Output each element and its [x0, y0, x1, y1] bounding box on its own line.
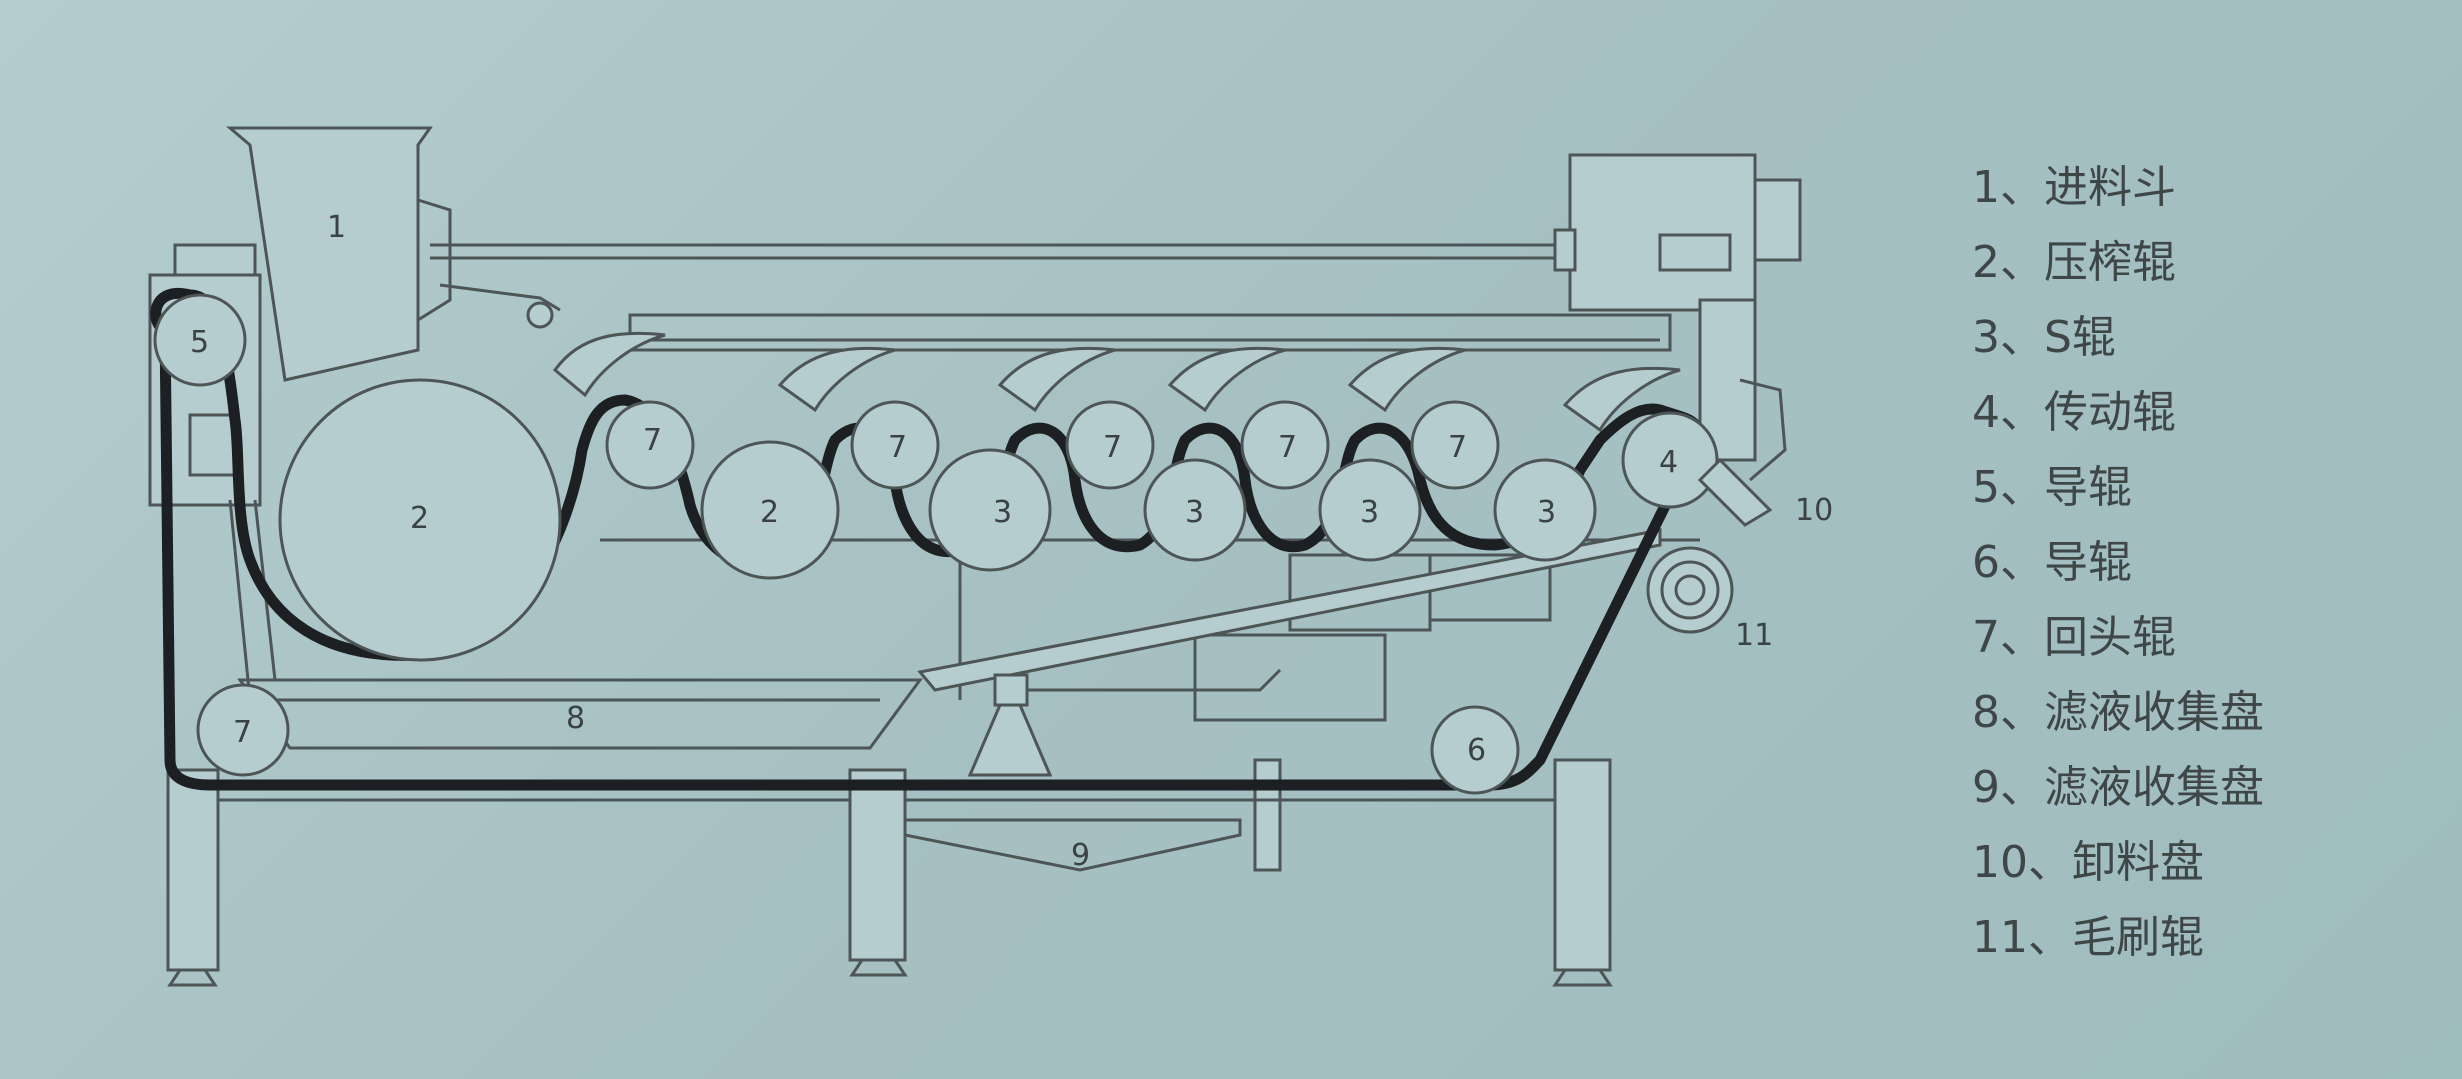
label-s-roller-a: 3 [993, 495, 1012, 530]
discharge-tray-10 [1697, 457, 1773, 527]
brush-roller-11 [1646, 546, 1734, 634]
part-number-labels: 1 2 2 3 3 3 3 4 5 6 7 7 7 7 7 7 8 9 10 1… [190, 210, 1833, 873]
s-roller-3d [1493, 458, 1597, 562]
legend-item: 4、传动辊 [1972, 387, 2176, 438]
s-roller-3c [1318, 458, 1422, 562]
legend-item: 10、卸料盘 [1972, 837, 2204, 888]
label-hopper: 1 [327, 210, 346, 245]
label-return-roller-c: 7 [1103, 430, 1122, 465]
label-s-roller-c: 3 [1360, 495, 1379, 530]
scrapers [552, 331, 1681, 433]
legend-item: 1、进料斗 [1972, 162, 2176, 213]
label-filtrate-tray-9: 9 [1071, 838, 1090, 873]
label-return-roller-a: 7 [643, 423, 662, 458]
legend-item: 8、滤液收集盘 [1972, 687, 2264, 738]
label-discharge-tray: 10 [1795, 493, 1833, 528]
feed-hopper [225, 126, 561, 382]
label-return-roller-bottom: 7 [233, 715, 252, 750]
label-press-roller-small: 2 [760, 495, 779, 530]
label-return-roller-e: 7 [1448, 430, 1467, 465]
return-roller-7b [850, 400, 940, 490]
rollers [153, 293, 1773, 795]
return-roller-7c [1065, 400, 1155, 490]
label-press-roller-big: 2 [410, 501, 429, 536]
return-roller-7e [1410, 400, 1500, 490]
legs [166, 758, 1613, 987]
label-return-roller-b: 7 [888, 430, 907, 465]
label-s-roller-b: 3 [1185, 495, 1204, 530]
s-roller-3a [928, 448, 1052, 572]
inner-frame [917, 528, 1662, 777]
label-filtrate-tray-8: 8 [566, 701, 585, 736]
label-drive-roller: 4 [1659, 445, 1678, 480]
legend-item: 3、S辊 [1972, 312, 2116, 363]
press-roller-2-small [700, 440, 840, 580]
return-roller-7a [605, 400, 695, 490]
legend: 1、进料斗 2、压榨辊 3、S辊 4、传动辊 5、导辊 6、导辊 7、回头辊 8… [1972, 150, 2432, 975]
guide-roller-5 [153, 293, 247, 387]
return-roller-7f [196, 683, 290, 777]
legend-item: 5、导辊 [1972, 462, 2132, 513]
legend-item: 2、压榨辊 [1972, 237, 2176, 288]
return-roller-7d [1240, 400, 1330, 490]
legend-item: 9、滤液收集盘 [1972, 762, 2264, 813]
legend-item: 11、毛刷辊 [1972, 912, 2204, 963]
legend-item: 7、回头辊 [1972, 612, 2176, 663]
label-guide-roller-5: 5 [190, 325, 209, 360]
s-roller-3b [1143, 458, 1247, 562]
guide-roller-6 [1430, 705, 1520, 795]
drive-roller-4 [1621, 411, 1719, 509]
label-brush-roller: 11 [1735, 618, 1773, 653]
press-roller-2-large [278, 378, 562, 662]
drive-box [1553, 153, 1802, 482]
label-s-roller-d: 3 [1537, 495, 1556, 530]
label-return-roller-d: 7 [1278, 430, 1297, 465]
legend-item: 6、导辊 [1972, 537, 2132, 588]
label-guide-roller-6: 6 [1467, 733, 1486, 768]
